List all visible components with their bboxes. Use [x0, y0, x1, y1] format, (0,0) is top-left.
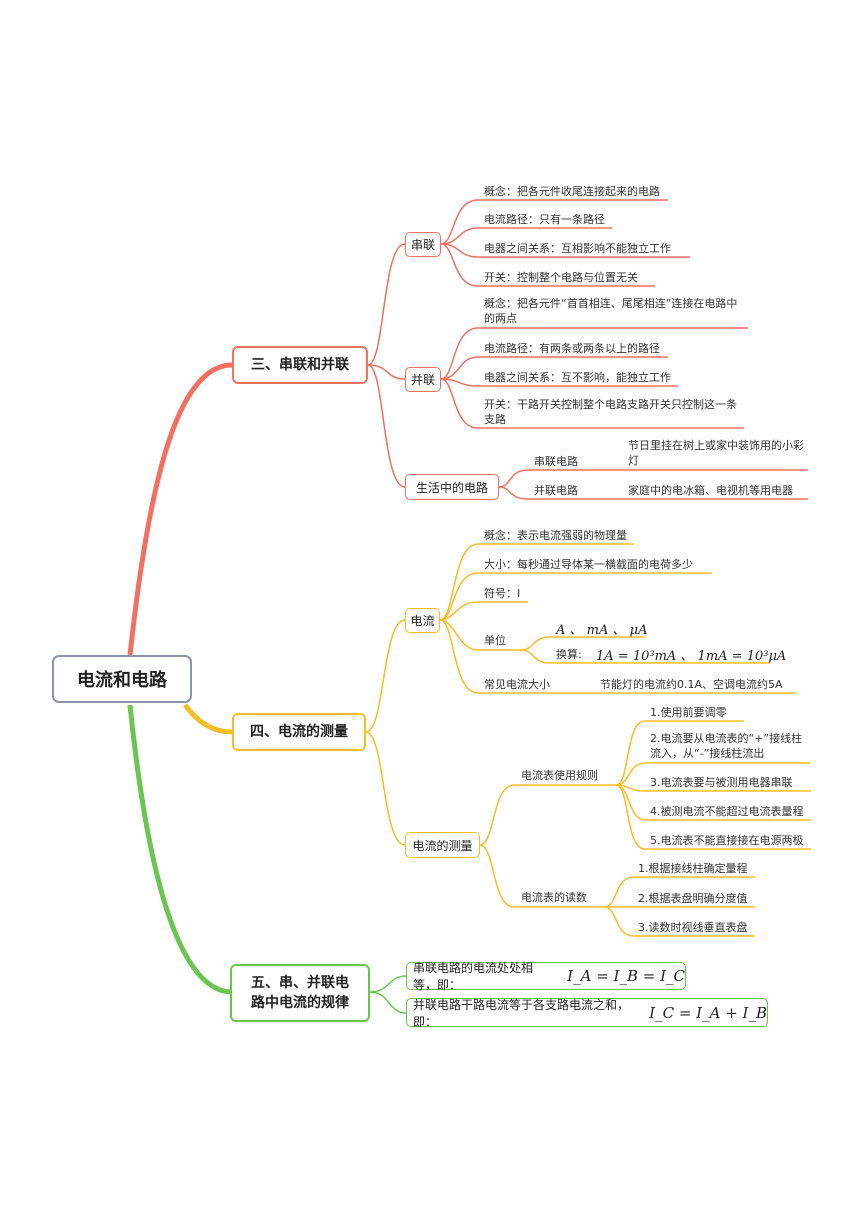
convert-label: 换算:	[556, 648, 582, 661]
series-item-1: 概念：把各元件收尾连接起来的电路	[484, 185, 660, 198]
current-node[interactable]: 电流	[405, 608, 440, 633]
common-current-label: 常见电流大小	[484, 678, 550, 691]
common-current-desc: 节能灯的电流约0.1A、空调电流约5A	[600, 678, 783, 691]
life-series-label: 串联电路	[534, 455, 578, 468]
life-parallel-desc: 家庭中的电冰箱、电视机等用电器	[628, 484, 793, 497]
reading-2: 2.根据表盘明确分度值	[638, 892, 748, 905]
rule-5: 5.电流表不能直接接在电源两极	[650, 834, 804, 847]
current-size: 大小：每秒通过导体某一横截面的电荷多少	[484, 558, 693, 571]
series-rule-text: 串联电路的电流处处相等，即：	[413, 961, 534, 992]
section-3-node[interactable]: 三、串联和并联	[232, 346, 368, 384]
parallel-item-4: 开关：干路开关控制整个电路支路开关只控制这一条支路	[484, 398, 737, 426]
parallel-item-1: 概念：把各元件“首首相连、尾尾相连”连接在电路中的两点	[484, 297, 738, 325]
series-node[interactable]: 串联	[405, 232, 441, 257]
parallel-node[interactable]: 并联	[405, 367, 441, 392]
units-list: A 、 mA 、 μA	[556, 623, 648, 638]
current-concept: 概念：表示电流强弱的物理量	[484, 529, 627, 542]
measure-node[interactable]: 电流的测量	[405, 832, 480, 858]
unit-label: 单位	[484, 634, 506, 647]
parallel-current-rule[interactable]: 并联电路干路电流等于各支路电流之和，即： I_C = I_A + I_B	[406, 997, 768, 1029]
ammeter-reading-label: 电流表的读数	[521, 891, 587, 904]
series-item-3: 电器之间关系：互相影响不能独立工作	[484, 242, 671, 255]
series-item-4: 开关：控制整个电路与位置无关	[484, 271, 638, 284]
rule-1: 1.使用前要调零	[650, 706, 727, 719]
convert-formula: 1A = 10³mA 、 1mA = 10³μA	[596, 649, 787, 664]
life-circuit-node[interactable]: 生活中的电路	[405, 474, 499, 500]
life-parallel-label: 并联电路	[534, 484, 578, 497]
series-current-rule[interactable]: 串联电路的电流处处相等，即： I_A = I_B = I_C	[406, 961, 686, 992]
rule-3: 3.电流表要与被测用电器串联	[650, 776, 793, 789]
current-symbol: 符号：I	[484, 587, 521, 600]
series-item-2: 电流路径：只有一条路径	[484, 213, 605, 226]
parallel-rule-text: 并联电路干路电流等于各支路电流之和，即：	[413, 997, 630, 1029]
life-series-desc: 节日里挂在树上或家中装饰用的小彩灯	[628, 439, 804, 467]
section-4-node[interactable]: 四、电流的测量	[232, 713, 366, 751]
parallel-item-3: 电器之间关系：互不影响，能独立工作	[484, 371, 671, 384]
series-rule-equation: I_A = I_B = I_C	[567, 967, 685, 985]
section-5-node[interactable]: 五、串、并联电路中电流的规律	[230, 964, 370, 1022]
root-node[interactable]: 电流和电路	[52, 655, 192, 703]
reading-3: 3.读数时视线垂直表盘	[638, 921, 748, 934]
rule-4: 4.被测电流不能超过电流表量程	[650, 805, 804, 818]
parallel-item-2: 电流路径：有两条或两条以上的路径	[484, 342, 660, 355]
parallel-rule-equation: I_C = I_A + I_B	[649, 1003, 767, 1022]
ammeter-rules-label: 电流表使用规则	[521, 769, 598, 782]
reading-1: 1.根据接线柱确定量程	[638, 862, 748, 875]
rule-2: 2.电流要从电流表的“+”接线柱流入，从“-”接线柱流出	[650, 732, 803, 760]
